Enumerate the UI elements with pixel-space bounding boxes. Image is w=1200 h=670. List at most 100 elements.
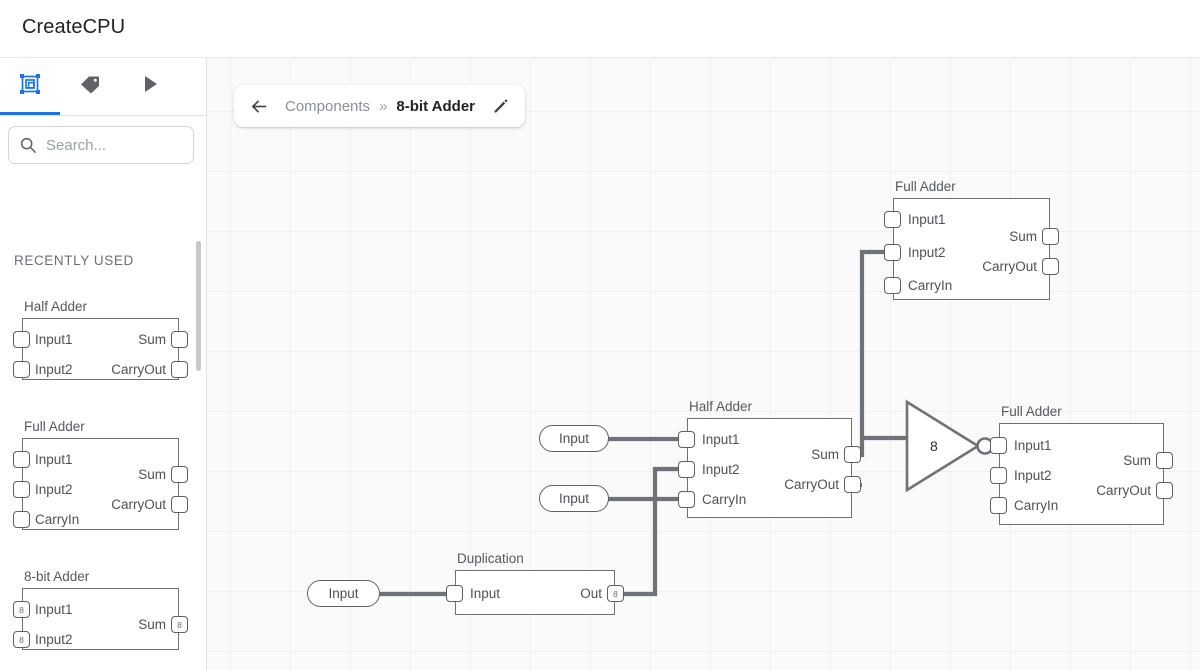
- breadcrumb-separator: »: [379, 97, 388, 115]
- pin-label-sum: Sum: [1123, 453, 1151, 468]
- breadcrumb: Components » 8-bit Adder: [234, 85, 526, 127]
- search-box[interactable]: Search...: [8, 126, 194, 164]
- pin-carryout[interactable]: [1042, 258, 1059, 275]
- pin-label-input1: Input1: [35, 332, 73, 347]
- pin-label-input2: Input2: [1014, 468, 1052, 483]
- pin-carryin[interactable]: [678, 491, 695, 508]
- component-body: [22, 318, 179, 380]
- pin-label-input: Input: [470, 586, 501, 601]
- triangle-gate-icon: [905, 399, 994, 493]
- pin-input2[interactable]: 8: [13, 631, 30, 648]
- section-label-recently-used: RECENTLY USED: [14, 253, 134, 268]
- component-title: Full Adder: [1001, 404, 1062, 419]
- pencil-icon[interactable]: [492, 98, 509, 115]
- pin-label-input2: Input2: [35, 362, 73, 377]
- pin-label-sum: Sum: [138, 332, 166, 347]
- pin-input1[interactable]: [13, 451, 30, 468]
- pin-label-input1: Input1: [35, 602, 73, 617]
- pin-label-carryin: CarryIn: [35, 512, 80, 527]
- left-sidebar: Search... RECENTLY USED Half Adder Input…: [0, 58, 207, 670]
- pin-label-carryout: CarryOut: [111, 497, 166, 512]
- pin-label-input2: Input2: [35, 482, 73, 497]
- pin-label-carryin: CarryIn: [908, 278, 953, 293]
- pin-label-carryin: CarryIn: [1014, 498, 1059, 513]
- pin-sum[interactable]: [1042, 228, 1059, 245]
- pin-carryout[interactable]: [171, 496, 188, 513]
- pin-input2[interactable]: [678, 461, 695, 478]
- pin-input1[interactable]: [678, 431, 695, 448]
- sidebar-scrollbar[interactable]: [196, 241, 201, 371]
- search-placeholder: Search...: [46, 136, 107, 154]
- pin-input[interactable]: [446, 585, 463, 602]
- pin-carryout[interactable]: [171, 361, 188, 378]
- pin-carryin[interactable]: [884, 277, 901, 294]
- sidebar-tabbar: [0, 58, 206, 116]
- pin-label-sum: Sum: [811, 447, 839, 462]
- pin-input1[interactable]: 8: [13, 601, 30, 618]
- pin-sum[interactable]: [171, 331, 188, 348]
- pin-input2[interactable]: [13, 481, 30, 498]
- pin-label-input2: Input2: [702, 462, 740, 477]
- component-title: Half Adder: [24, 299, 88, 314]
- tab-run[interactable]: [120, 58, 180, 115]
- pin-sum[interactable]: [844, 446, 861, 463]
- pin-sum[interactable]: [1156, 452, 1173, 469]
- title-bar: CreateCPU: [0, 0, 1200, 58]
- search-icon: [19, 136, 37, 154]
- pin-label-out: Out: [580, 586, 602, 601]
- pin-label-input1: Input1: [1014, 438, 1052, 453]
- pin-carryout[interactable]: [844, 476, 861, 493]
- gate-bus-width-label: 8: [930, 438, 938, 454]
- component-body: [22, 438, 179, 530]
- pin-input1[interactable]: [990, 437, 1007, 454]
- pin-input1[interactable]: [13, 331, 30, 348]
- pin-carryout[interactable]: [1156, 482, 1173, 499]
- wire-duplication-out-to-halfadder-input2: [615, 466, 687, 597]
- arrow-left-icon[interactable]: [250, 97, 269, 116]
- pin-sum[interactable]: 8: [171, 616, 188, 633]
- tab-components[interactable]: [0, 58, 60, 115]
- canvas-node-bus-gate[interactable]: 8: [901, 397, 994, 500]
- play-icon: [138, 72, 162, 101]
- component-title: Half Adder: [689, 399, 753, 414]
- pin-label-input1: Input1: [908, 212, 946, 227]
- pin-input2[interactable]: [990, 467, 1007, 484]
- pin-label-sum: Sum: [1009, 229, 1037, 244]
- wire-layer: [379, 249, 999, 597]
- pin-label-carryout: CarryOut: [1096, 483, 1151, 498]
- component-body: [893, 198, 1050, 300]
- canvas-input-pill-3[interactable]: Input: [307, 580, 380, 607]
- tag-icon: [78, 72, 102, 101]
- pin-out[interactable]: 8: [607, 585, 624, 602]
- component-title: 8-bit Adder: [24, 569, 90, 584]
- schematic-canvas[interactable]: Components » 8-bit Adder Full Adder Inpu…: [207, 58, 1200, 670]
- pin-input2[interactable]: [13, 361, 30, 378]
- component-body: [999, 423, 1164, 525]
- component-title: Full Adder: [24, 419, 85, 434]
- pin-label-input1: Input1: [35, 452, 73, 467]
- tab-tags[interactable]: [60, 58, 120, 115]
- pin-label-carryout: CarryOut: [784, 477, 839, 492]
- pin-label-sum: Sum: [138, 467, 166, 482]
- app-title: CreateCPU: [22, 16, 126, 38]
- chip-icon: [18, 72, 42, 101]
- breadcrumb-current: 8-bit Adder: [396, 97, 476, 115]
- component-title: Full Adder: [895, 179, 956, 194]
- canvas-input-pill-2[interactable]: Input: [539, 485, 609, 512]
- pin-input2[interactable]: [884, 244, 901, 261]
- pin-label-carryin: CarryIn: [702, 492, 747, 507]
- pin-label-carryout: CarryOut: [982, 259, 1037, 274]
- pin-label-input1: Input1: [702, 432, 740, 447]
- pin-input1[interactable]: [884, 211, 901, 228]
- pin-sum[interactable]: [171, 466, 188, 483]
- component-body: [22, 588, 179, 650]
- pin-label-input2: Input2: [908, 245, 946, 260]
- pin-carryin[interactable]: [990, 497, 1007, 514]
- pin-label-input2: Input2: [35, 632, 73, 647]
- component-title: Duplication: [457, 551, 524, 566]
- pin-label-sum: Sum: [138, 617, 166, 632]
- breadcrumb-root[interactable]: Components: [285, 97, 371, 115]
- pin-carryin[interactable]: [13, 511, 30, 528]
- canvas-input-pill-1[interactable]: Input: [539, 425, 609, 452]
